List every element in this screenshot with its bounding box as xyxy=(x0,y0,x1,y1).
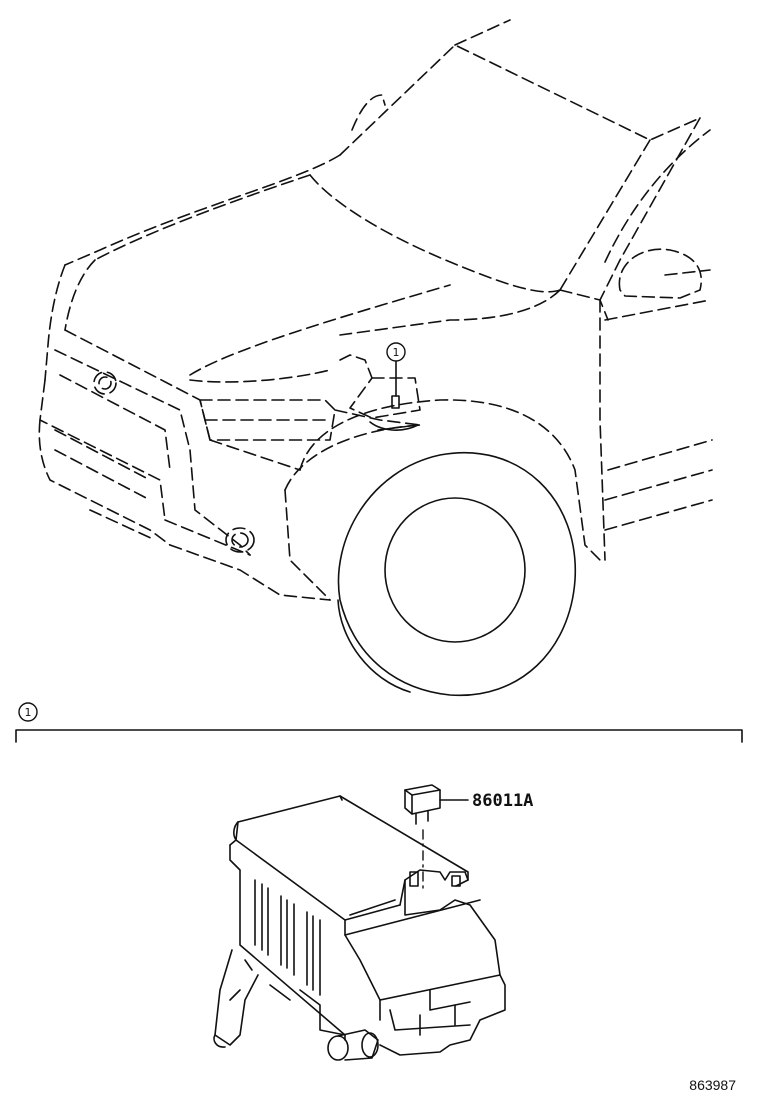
vehicle-illustration xyxy=(38,19,713,697)
section-number: 1 xyxy=(25,706,32,719)
part-number-label: 86011A xyxy=(472,791,533,811)
diagram-id: 863987 xyxy=(689,1077,736,1093)
callout-number: 1 xyxy=(393,346,400,359)
section-bracket xyxy=(15,729,743,743)
relay-box-illustration xyxy=(213,784,506,1061)
relay-86011A xyxy=(404,784,441,825)
section-header: 1 xyxy=(15,702,743,743)
callout-marker-vehicle: 1 xyxy=(386,342,406,362)
